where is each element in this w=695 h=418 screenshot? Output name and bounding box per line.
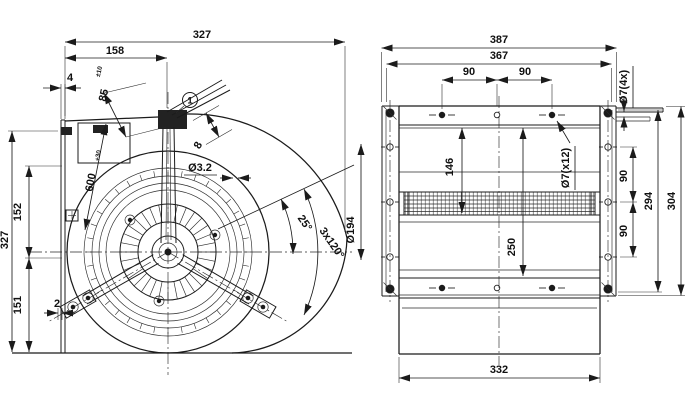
dim-duct-height: 250 [506,238,518,256]
impeller-band [403,191,596,216]
dim-cable-length-tol: +30 [94,149,103,162]
rail-holes [429,111,565,292]
housing-box [398,105,601,355]
dim-cable-width: 8 [192,140,205,151]
dim-front-overall-width: 387 [490,34,508,46]
dim-side-width-158: 158 [106,45,124,57]
cable-gland-hatch [158,110,187,129]
dim-hole-span-right: 90 [519,66,531,78]
front-dimensions: 387 367 90 90 Ø7(4x) 146 250 Ø7(x12) [345,34,685,383]
dim-angle-25: 25° [295,213,314,234]
front-view: 387 367 90 90 Ø7(4x) 146 250 Ø7(x12) [345,34,685,383]
dim-outlet-width: 332 [490,364,508,376]
dim-corner-holes: Ø7(4x) [618,70,630,105]
dim-cable-position: 85 [97,88,111,103]
dim-side-overall-width: 327 [193,29,211,41]
dim-side-offset-4: 4 [67,72,74,84]
mounting-foot-right [239,289,277,319]
side-dimensions: 327 158 4 85 ±10 1 8 600 [0,29,355,352]
dim-side-span-lower: 90 [618,225,630,237]
scroll-housing [12,110,352,354]
corner-bolts [383,106,615,296]
dim-side-overall-height: 327 [0,231,11,249]
flange-holes [381,143,617,261]
dim-side-span-upper: 90 [618,170,630,182]
dim-height-lower: 151 [12,296,24,314]
mounting-spokes [59,126,277,319]
motor-stator [119,203,221,307]
callout-1: 1 [175,92,198,114]
dim-flange-holes: Ø7(x12) [560,147,572,188]
dim-height-upper: 152 [12,203,24,221]
side-flanges [381,105,664,297]
dim-front-width-367: 367 [490,50,508,62]
dim-hole-span-left: 90 [463,66,475,78]
dim-offset-2: 2 [54,298,60,310]
dim-inlet-diameter: Ø194 [345,216,357,244]
centerlines-front [389,96,609,365]
inlet-ring [83,167,253,337]
stator-bolts [124,214,221,307]
dim-inlet-height: 146 [444,158,456,176]
side-view: 327 158 4 85 ±10 1 8 600 [0,29,355,375]
dim-flange-height-inner: 294 [643,191,655,210]
dim-cable-length: 600 [83,172,98,192]
dim-cable-position-tol: ±10 [95,65,104,77]
dim-flange-height-outer: 304 [666,191,678,210]
callout-1-label: 1 [187,96,193,107]
flange-tab [65,209,79,222]
cable [166,79,231,119]
dim-rod-diameter: Ø3.2 [188,162,212,174]
dim-angle-3x120: 3x120° [317,226,347,262]
